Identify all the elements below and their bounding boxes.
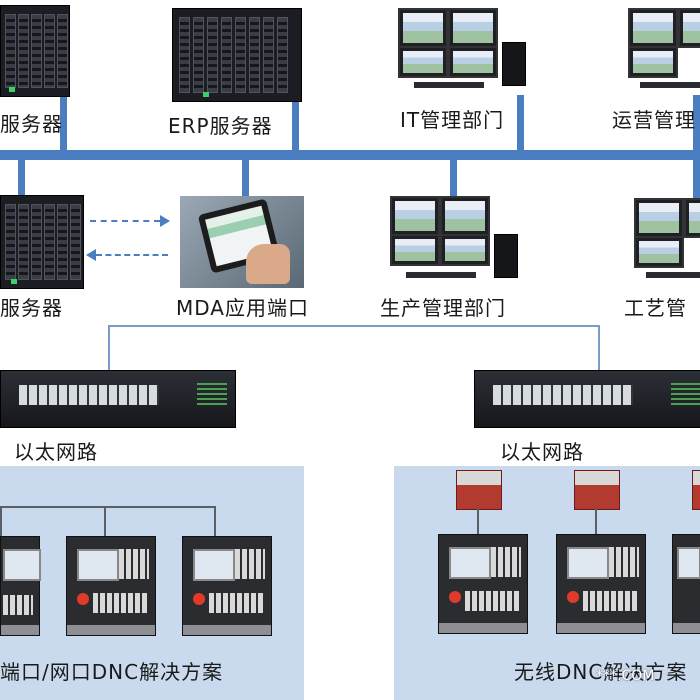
- it-monitor-bottom-left-icon: [398, 46, 448, 78]
- it-monitor-right-icon: [448, 8, 498, 48]
- erp-server-rack-icon: [172, 8, 302, 102]
- trunk-drop-right: [598, 325, 600, 371]
- process-keyboard-icon: [646, 272, 700, 278]
- process-monitor-right-icon: [684, 198, 700, 238]
- ops-monitor-bottom-icon: [628, 46, 678, 78]
- prod-monitor-bottom-right-icon: [440, 234, 490, 266]
- tablet-mda-icon: [180, 196, 304, 288]
- it-pc-tower-icon: [502, 42, 526, 86]
- wired-dnc-label: 端口/网口DNC解决方案: [0, 660, 224, 684]
- it-monitor-bottom-right-icon: [448, 46, 498, 78]
- ops-keyboard-icon: [640, 82, 700, 88]
- prod-monitor-left-icon: [390, 196, 440, 236]
- wireless-link-2: [595, 508, 597, 536]
- prod-dept-label: 生产管理部门: [380, 296, 506, 320]
- ethernet-switch-right-icon: [474, 370, 700, 428]
- wireless-module-3-icon: [692, 470, 700, 510]
- wireless-link-1: [477, 508, 479, 536]
- ops-monitor-right-icon: [678, 8, 700, 48]
- network-trunk-line: [108, 325, 600, 327]
- cnc-controller-1-icon: [0, 536, 41, 636]
- bus-drop-3: [517, 95, 524, 150]
- ethernet-switch-left-icon: [0, 370, 236, 428]
- dashed-link-top: [90, 220, 160, 222]
- wired-drop-3: [214, 506, 216, 536]
- bus-drop-8: [693, 160, 700, 200]
- ethernet-right-label: 以太网路: [500, 440, 584, 464]
- bus-drop-6: [242, 160, 249, 200]
- ops-monitor-left-icon: [628, 8, 678, 48]
- cnc-controller-6-icon: [672, 534, 700, 634]
- arrow-left-icon: [86, 249, 96, 261]
- server-rack-icon: [0, 5, 70, 97]
- server-2-label: 服务器: [0, 296, 63, 320]
- wireless-module-2-icon: [574, 470, 620, 510]
- bus-drop-1: [60, 95, 67, 150]
- backbone-bus: [0, 150, 700, 160]
- trunk-drop-left: [108, 325, 110, 371]
- server-label: 服务器: [0, 112, 63, 136]
- process-monitor-left-icon: [634, 198, 684, 238]
- process-monitor-bottom-icon: [634, 236, 684, 268]
- cnc-controller-2-icon: [66, 536, 156, 636]
- cnc-controller-5-icon: [556, 534, 646, 634]
- arrow-right-icon: [160, 215, 170, 227]
- dashed-link-bottom: [96, 254, 168, 256]
- ops-dept-label: 运营管理: [612, 108, 696, 132]
- server-rack-2-icon: [0, 195, 84, 289]
- ethernet-left-label: 以太网路: [14, 440, 98, 464]
- process-dept-label: 工艺管: [624, 296, 687, 320]
- prod-monitor-bottom-left-icon: [390, 234, 440, 266]
- wireless-dnc-label: 无线DNC解决方案: [514, 660, 688, 684]
- it-keyboard-icon: [414, 82, 484, 88]
- it-monitor-left-icon: [398, 8, 448, 48]
- bus-drop-4: [693, 95, 700, 150]
- wireless-module-1-icon: [456, 470, 502, 510]
- watermark-text: ***.COM: [596, 668, 655, 684]
- bus-drop-2: [292, 95, 299, 150]
- wired-drop-1: [0, 506, 2, 536]
- wired-bus-line: [0, 506, 216, 508]
- bus-drop-5: [18, 160, 25, 200]
- mda-label: MDA应用端口: [176, 296, 309, 320]
- erp-server-label: ERP服务器: [168, 114, 273, 138]
- cnc-controller-3-icon: [182, 536, 272, 636]
- wired-drop-2: [104, 506, 106, 536]
- prod-pc-tower-icon: [494, 234, 518, 278]
- it-dept-label: IT管理部门: [400, 108, 505, 132]
- bus-drop-7: [450, 160, 457, 200]
- prod-monitor-right-icon: [440, 196, 490, 236]
- cnc-controller-4-icon: [438, 534, 528, 634]
- prod-keyboard-icon: [406, 272, 476, 278]
